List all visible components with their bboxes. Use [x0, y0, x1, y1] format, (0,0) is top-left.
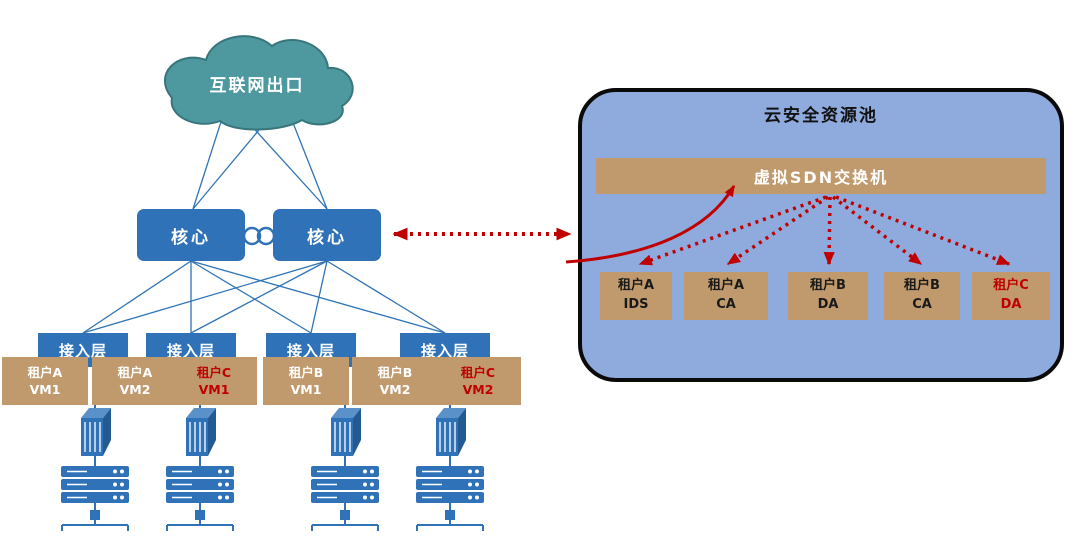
tenant-label: 租户B: [810, 278, 846, 294]
core-switch-1: 核心: [137, 209, 245, 261]
vm-tenant-label: 租户B: [288, 364, 324, 380]
virtual-sdn-switch: 虚拟SDN交换机: [596, 158, 1046, 194]
tenant-service-B-DA: 租户B DA: [788, 272, 868, 320]
vm-id-label: VM2: [462, 382, 494, 397]
tenant-label: 租户B: [904, 278, 940, 294]
core-link-rings-icon: [242, 226, 276, 246]
vm-tenantA-vm1: 租户A VM1: [2, 357, 88, 405]
tenant-service-A-IDS: 租户A IDS: [600, 272, 672, 320]
service-label: CA: [912, 297, 932, 312]
vm-tenant-label: 租户A: [27, 364, 63, 380]
panel-title: 云安全资源池: [764, 105, 878, 126]
vm-tenant-label: 租户A: [117, 364, 153, 380]
tenant-service-A-CA: 租户A CA: [684, 272, 768, 320]
vm-tenant-label: 租户C: [196, 364, 232, 380]
cloud-core-links: [192, 99, 328, 210]
vm-tenantB-vm2: 租户B VM2: [352, 357, 438, 405]
vm-id-label: VM2: [379, 382, 411, 397]
core-access-links: [82, 260, 446, 334]
vm-tenant-label: 租户B: [377, 364, 413, 380]
server-column-3: [310, 403, 380, 532]
tenant-label: 租户A: [707, 278, 745, 294]
vm-id-label: VM2: [119, 382, 151, 397]
cloud-security-pool-panel: [578, 88, 1064, 382]
vm-tenant-label: 租户C: [460, 364, 496, 380]
core-switch-2: 核心: [273, 209, 381, 261]
service-label: IDS: [623, 297, 649, 312]
vm-id-label: VM1: [198, 382, 230, 397]
vm-tenantC-vm2: 租户C VM2: [435, 357, 521, 405]
internet-exit-label: 互联网出口: [209, 75, 305, 96]
vm-id-label: VM1: [29, 382, 61, 397]
tenant-label: 租户A: [617, 278, 655, 294]
vm-tenantA-vm2: 租户A VM2: [92, 357, 178, 405]
service-label: DA: [1000, 297, 1022, 312]
service-label: DA: [817, 297, 839, 312]
server-column-2: [165, 403, 235, 532]
vm-tenantB-vm1: 租户B VM1: [263, 357, 349, 405]
tenant-label: 租户C: [993, 278, 1029, 294]
server-column-4: [415, 403, 485, 532]
vm-id-label: VM1: [290, 382, 322, 397]
tenant-service-B-CA: 租户B CA: [884, 272, 960, 320]
tenant-service-C-DA: 租户C DA: [972, 272, 1050, 320]
service-label: CA: [716, 297, 736, 312]
server-column-1: [60, 403, 130, 532]
vm-tenantC-vm1: 租户C VM1: [171, 357, 257, 405]
